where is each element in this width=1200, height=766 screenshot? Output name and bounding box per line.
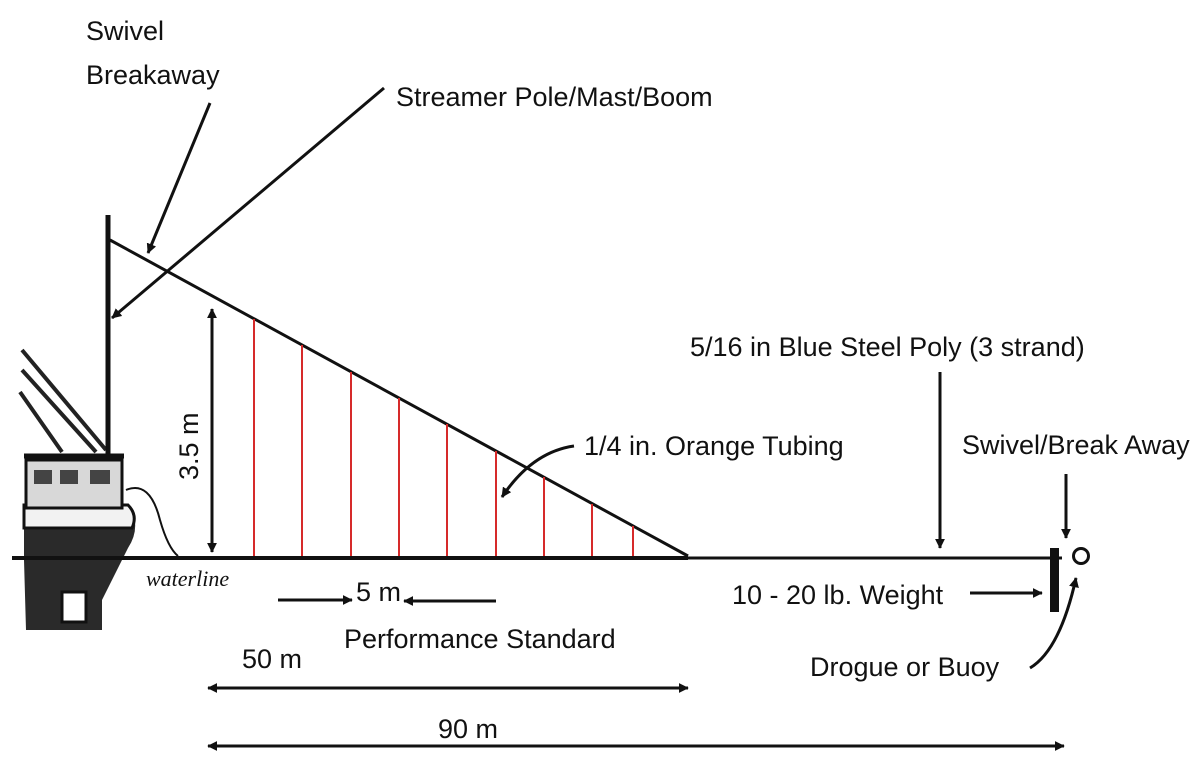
fishing-vessel-icon (18, 348, 179, 630)
spacing-label: 5 m (356, 577, 401, 607)
swivel-break-away-label: Swivel/Break Away (962, 430, 1190, 460)
swivel-breakaway-arrow (146, 102, 212, 254)
line-spec-label: 5/16 in Blue Steel Poly (3 strand) (690, 332, 1085, 362)
length-50-label: 50 m (242, 644, 302, 674)
streamers (253, 319, 634, 556)
streamer-pole-arrow (111, 86, 385, 320)
drogue-label: Drogue or Buoy (810, 652, 1000, 682)
performance-label: Performance Standard (344, 624, 616, 654)
swivel-breakaway-label: Swivel (86, 16, 164, 46)
weight-label: 10 - 20 lb. Weight (732, 580, 944, 610)
drogue-arrow (1029, 577, 1079, 670)
drogue-buoy-icon (1050, 547, 1090, 612)
height-label: 3.5 m (174, 412, 204, 480)
streamer-pole-label: Streamer Pole/Mast/Boom (396, 82, 713, 112)
swivel-breakaway-label: Breakaway (86, 60, 220, 90)
tubing-arrow (500, 444, 575, 498)
tubing-label: 1/4 in. Orange Tubing (584, 431, 844, 461)
length-90-label: 90 m (438, 714, 498, 744)
waterline-label: waterline (146, 566, 229, 591)
